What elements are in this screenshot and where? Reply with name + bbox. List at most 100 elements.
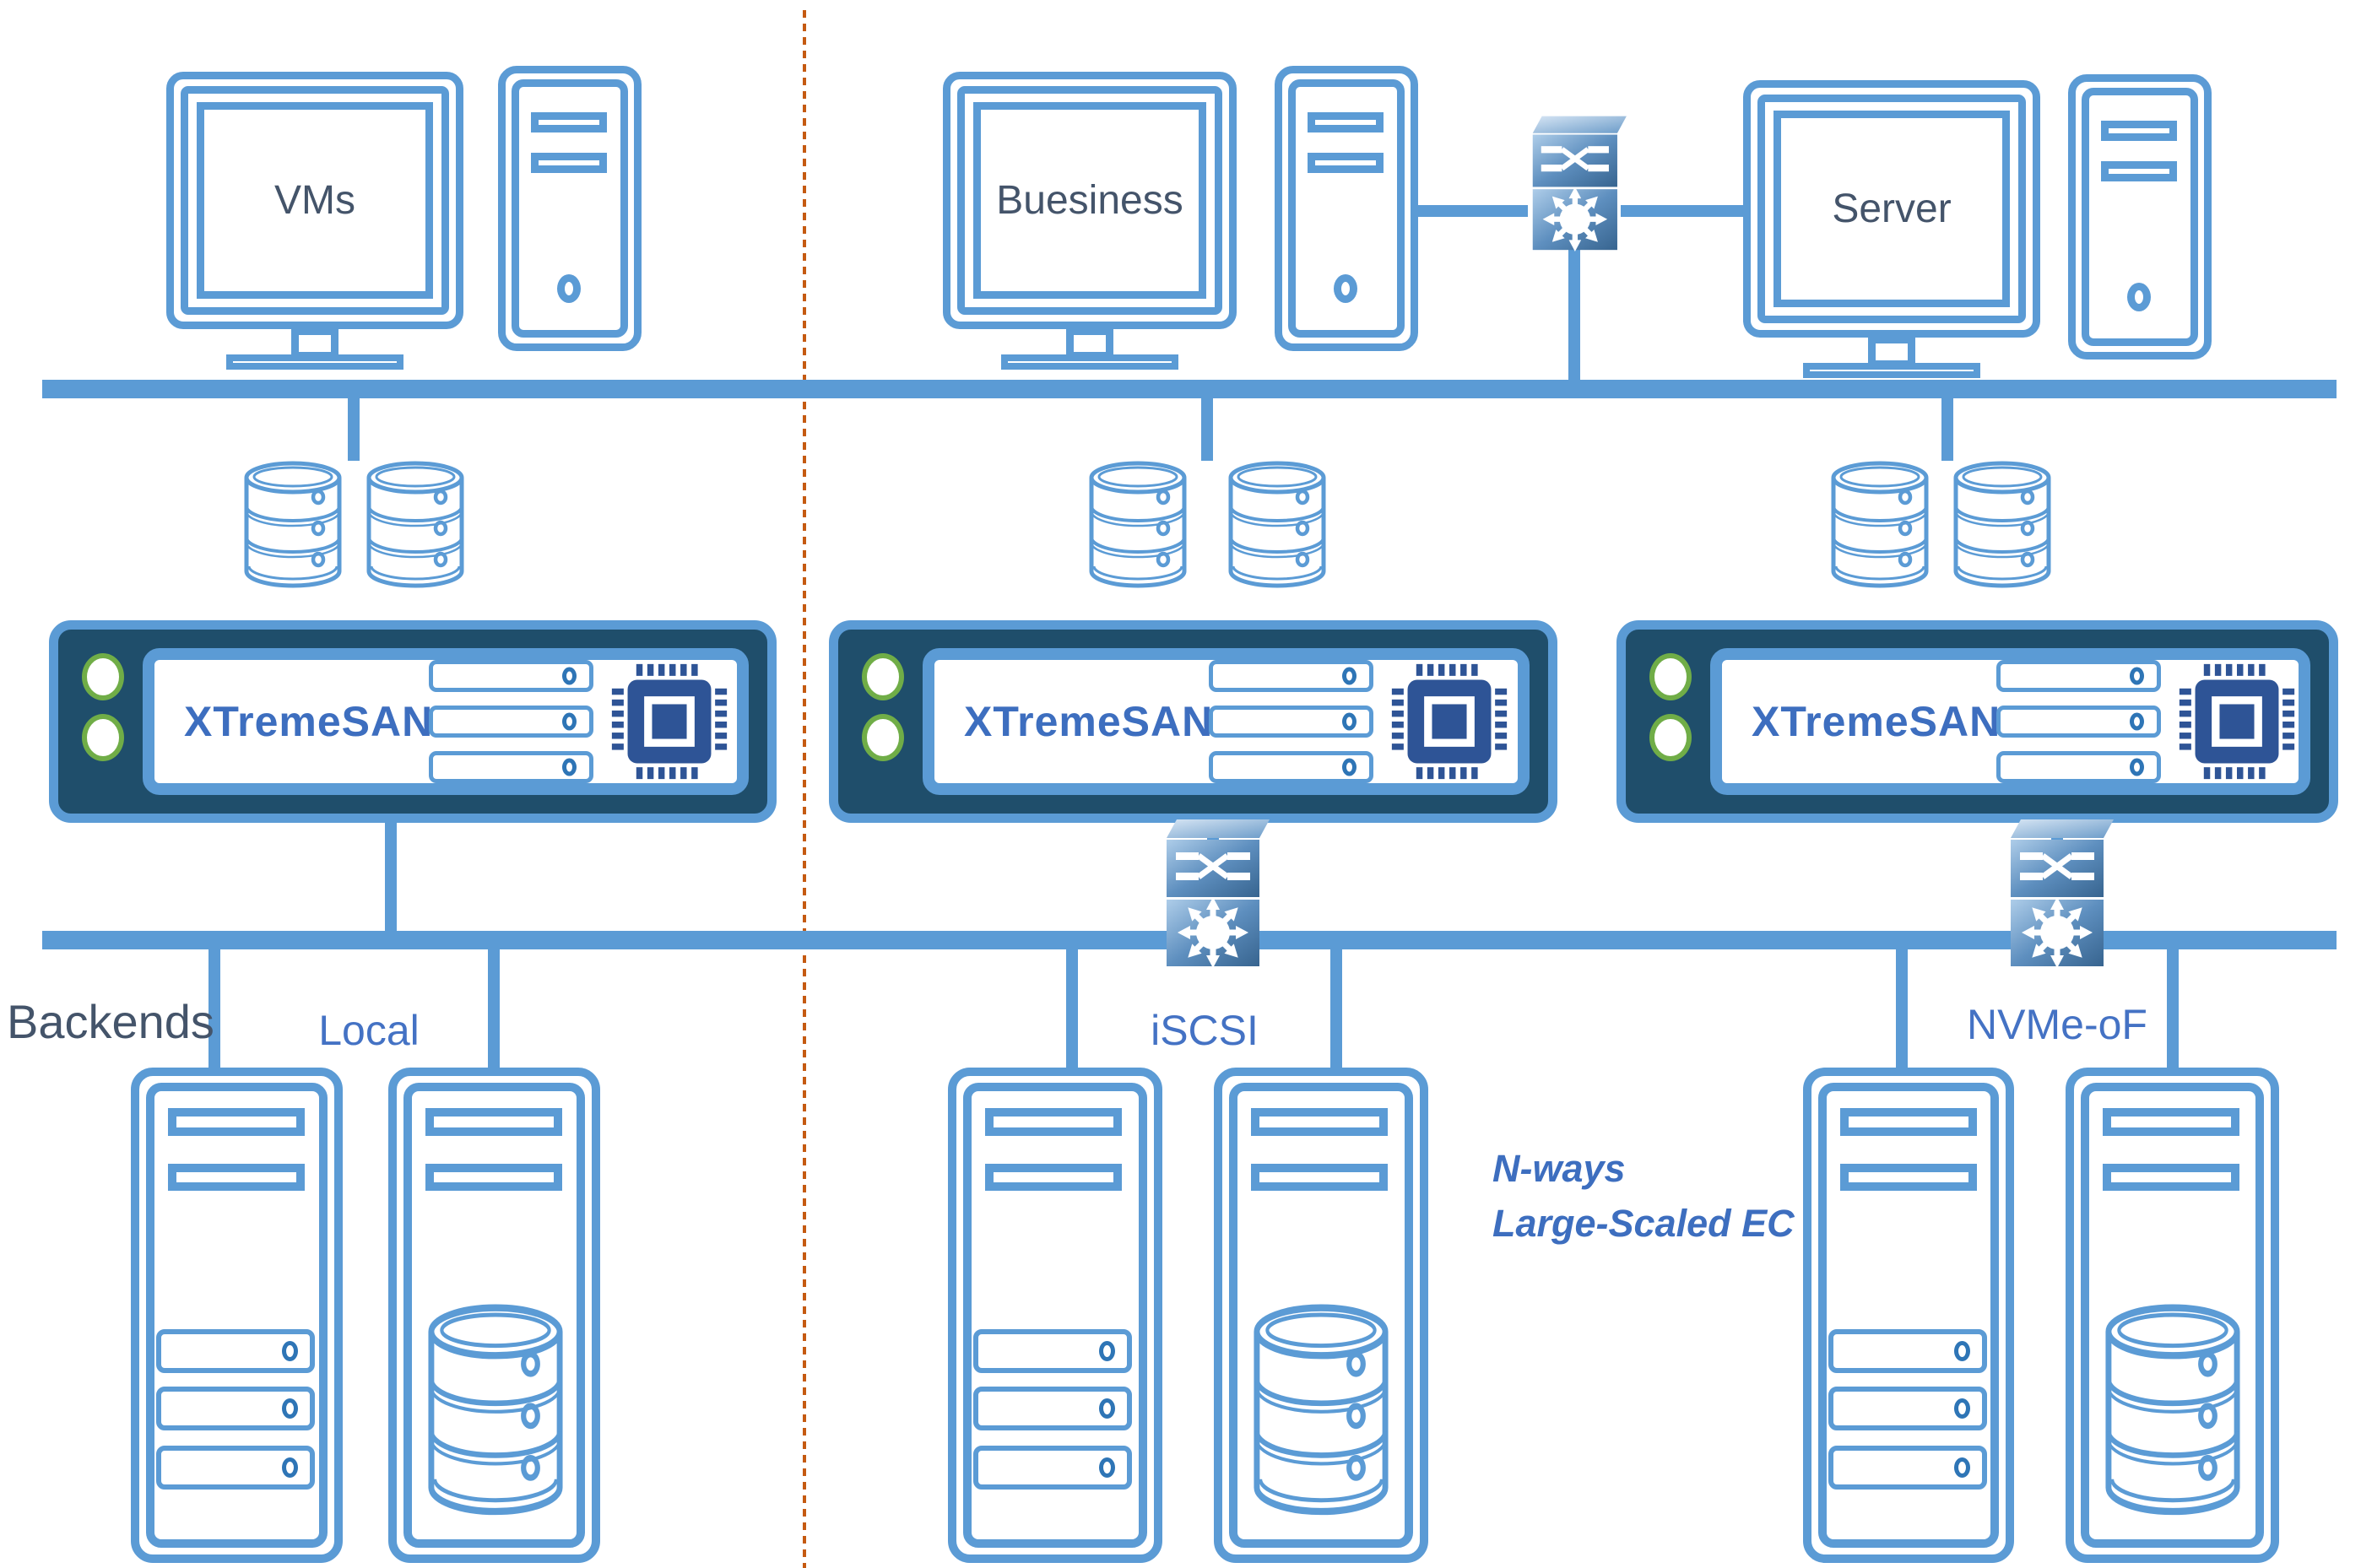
storage-appliance: XTremeSAN (829, 620, 1557, 823)
power-button-icon (557, 274, 581, 303)
appliance-faceplate: XTremeSAN (1710, 648, 2310, 795)
tower-frame (1288, 79, 1405, 338)
database-icon (1227, 460, 1328, 591)
database-icon (365, 460, 466, 591)
bay-led-icon (1954, 1341, 1970, 1361)
drive-slot-icon (168, 1108, 305, 1136)
divider-dashed-line (803, 10, 806, 1568)
desktop-tower-icon (2068, 74, 2212, 360)
connector-line (1066, 946, 1078, 1073)
cpu-chip-icon (1390, 662, 1508, 781)
bay-led-icon (2130, 758, 2144, 776)
bay-led-icon (1099, 1341, 1115, 1361)
appliance-faceplate: XTremeSAN (923, 648, 1530, 795)
storage-appliance: XTremeSAN (49, 620, 777, 823)
storage-tower-icon (388, 1068, 600, 1563)
vms-monitor-icon: VMs (166, 72, 463, 329)
iscsi-group-label: iSCSI (1151, 1007, 1259, 1054)
tower-frame (146, 1083, 328, 1548)
database-icon (425, 1302, 566, 1520)
led-indicator (862, 653, 904, 700)
network-switch-icon (1160, 816, 1273, 968)
connector-line (385, 821, 397, 939)
bay-led-icon (2130, 667, 2144, 685)
appliance-name: XTremeSAN (1752, 698, 2001, 745)
drive-slot-icon (985, 1108, 1122, 1136)
monitor-frame: Server (1757, 95, 2026, 323)
bay-led-icon (1099, 1398, 1115, 1419)
server-tower-icon (1803, 1068, 2014, 1563)
ec-annotation: N-ways Large-Scaled EC (1492, 1141, 1795, 1252)
drive-bay-icon (1828, 1387, 1987, 1430)
connector-line (1941, 397, 1953, 461)
bay-led-icon (282, 1398, 298, 1419)
connector-line (1418, 205, 1528, 217)
bay-led-icon (282, 1341, 298, 1361)
network-switch-icon (2004, 816, 2117, 968)
monitor-frame: VMs (181, 86, 449, 315)
monitor-base-icon (1001, 354, 1178, 370)
cpu-chip-icon (610, 662, 728, 781)
drive-slot-icon (531, 153, 607, 173)
power-button-icon (1334, 274, 1357, 303)
led-indicator (82, 653, 124, 700)
drive-bay-icon (429, 751, 593, 783)
server-label: Server (1832, 187, 1952, 231)
drive-slot-icon (985, 1164, 1122, 1191)
database-icon (1952, 460, 2053, 591)
drive-slot-icon (168, 1164, 305, 1191)
business-monitor-icon: Buesiness (943, 72, 1237, 329)
tower-frame (512, 79, 628, 338)
tower-frame (2082, 88, 2198, 346)
appliance-name: XTremeSAN (964, 698, 1214, 745)
drive-bay-icon (429, 660, 593, 692)
bay-led-icon (1342, 712, 1356, 731)
monitor-screen: Server (1773, 111, 2010, 307)
drive-slot-icon (1308, 153, 1384, 173)
connector-line (1621, 205, 1743, 217)
monitor-base-icon (1803, 363, 1980, 378)
monitor-frame: Buesiness (957, 86, 1222, 315)
ec-annotation-line2: Large-Scaled EC (1492, 1202, 1795, 1246)
connector-line (1896, 946, 1908, 1073)
network-switch-icon (1520, 113, 1636, 251)
drive-slot-icon (1840, 1164, 1977, 1191)
drive-bay-icon (156, 1446, 315, 1490)
drive-slot-icon (1840, 1108, 1977, 1136)
bay-led-icon (1954, 1398, 1970, 1419)
drive-bay-icon (1828, 1329, 1987, 1373)
drive-bay-icon (973, 1387, 1132, 1430)
led-indicator (1649, 653, 1692, 700)
tower-frame (1818, 1083, 1999, 1548)
connector-line (348, 397, 360, 461)
bay-led-icon (282, 1457, 298, 1478)
storage-tower-icon (2066, 1068, 2279, 1563)
business-label: Buesiness (996, 178, 1183, 223)
drive-bay-icon (1996, 751, 2161, 783)
power-button-icon (2127, 283, 2151, 311)
server-monitor-icon: Server (1743, 80, 2040, 338)
bay-led-icon (562, 758, 577, 776)
tower-frame (1229, 1083, 1413, 1548)
ec-annotation-line1: N-ways (1492, 1147, 1626, 1190)
desktop-tower-icon (498, 66, 642, 351)
frontend-bus-line (42, 380, 2337, 398)
drive-bay-icon (429, 706, 593, 738)
drive-slot-icon (2101, 161, 2177, 181)
database-icon (2103, 1302, 2243, 1520)
cpu-chip-icon (2178, 662, 2296, 781)
tower-frame (963, 1083, 1147, 1548)
drive-slot-icon (2103, 1108, 2239, 1136)
monitor-screen: VMs (197, 102, 433, 299)
storage-appliance: XTremeSAN (1616, 620, 2338, 823)
drive-slot-icon (425, 1164, 562, 1191)
monitor-screen: Buesiness (973, 102, 1206, 299)
drive-slot-icon (531, 112, 607, 132)
tower-frame (403, 1083, 585, 1548)
drive-bay-icon (1209, 660, 1373, 692)
database-icon (1251, 1302, 1391, 1520)
storage-tower-icon (1214, 1068, 1428, 1563)
bay-led-icon (562, 667, 577, 685)
bay-led-icon (1954, 1457, 1970, 1478)
